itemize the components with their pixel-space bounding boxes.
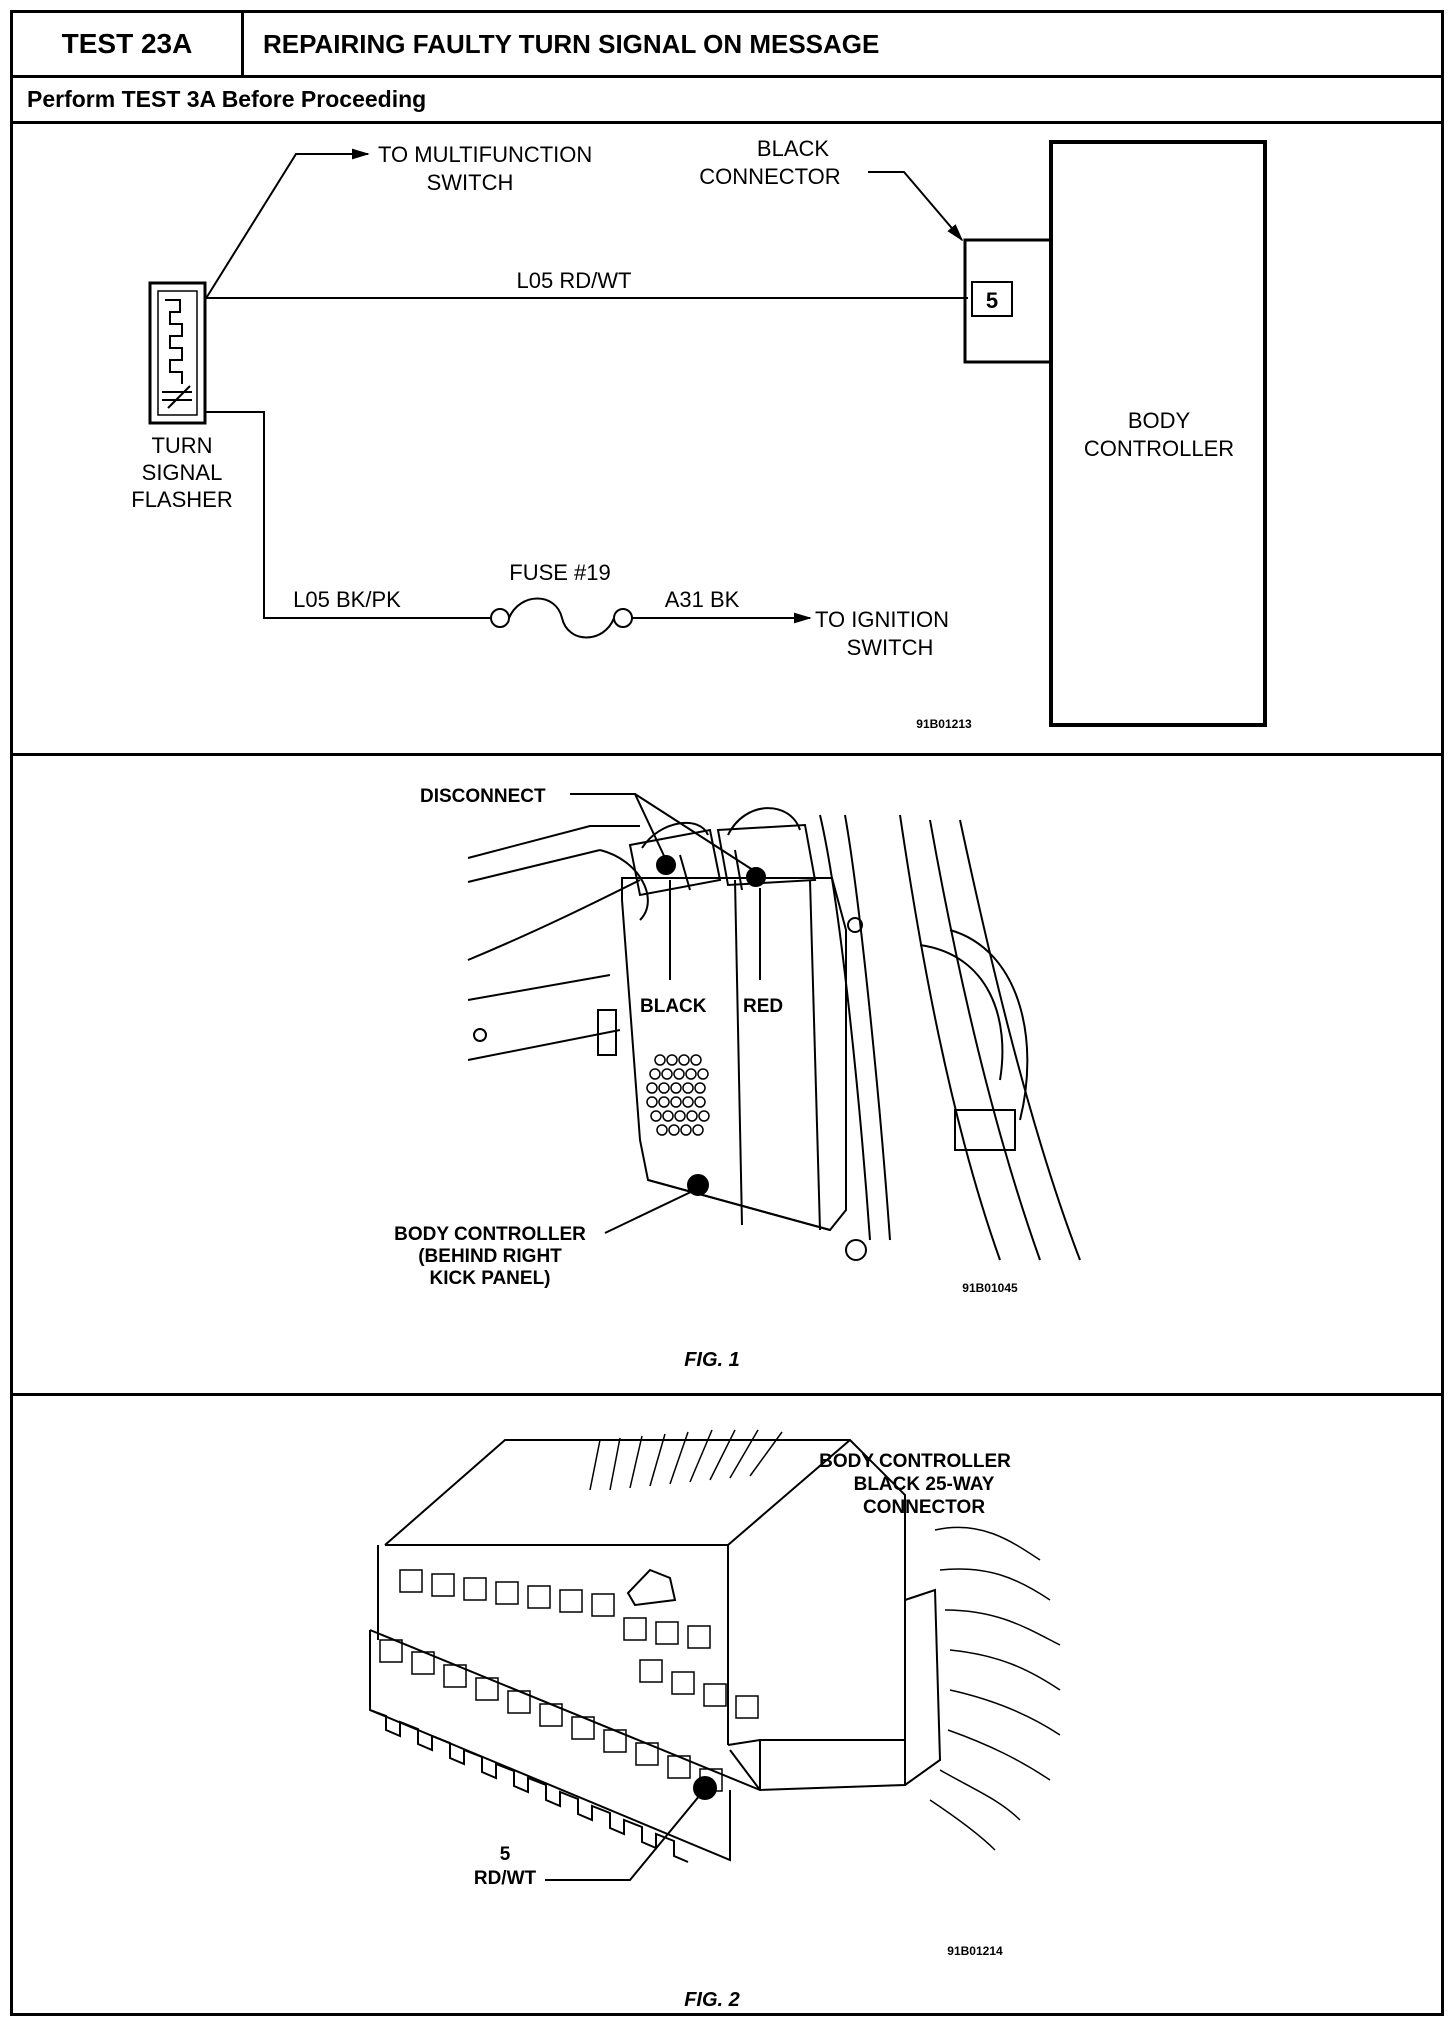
- turn-signal-flasher-icon: [148, 281, 207, 425]
- prerequisite: Perform TEST 3A Before Proceeding: [27, 85, 427, 112]
- label-body-controller-1: BODY: [1128, 408, 1191, 433]
- fig1-code: 91B01045: [962, 1281, 1018, 1295]
- label-black: BLACK: [640, 996, 707, 1017]
- fig1-illustration: [467, 793, 1081, 1261]
- fig2-code: 91B01214: [947, 1944, 1003, 1958]
- label-wire-l05-bkpk: L05 BK/PK: [293, 587, 401, 612]
- label-wire-l05-rdwt: L05 RD/WT: [517, 268, 632, 293]
- label-pin-5: 5: [500, 1844, 511, 1865]
- fig2-caption: FIG. 2: [684, 1989, 740, 2011]
- label-disconnect: DISCONNECT: [420, 786, 546, 807]
- label-flasher-1: TURN: [151, 433, 212, 458]
- wire-l05-bkpk: [205, 411, 490, 619]
- black-connector-leader: [868, 171, 964, 242]
- label-body-controller-3: KICK PANEL): [429, 1268, 550, 1289]
- fig1-labels: DISCONNECT BLACK RED BODY CONTROLLER (BE…: [394, 786, 1018, 1371]
- label-fig2-title-1: BODY CONTROLLER: [819, 1451, 1011, 1472]
- schematic-code: 91B01213: [916, 717, 972, 731]
- label-fuse: FUSE #19: [509, 560, 611, 585]
- schematic-section: [13, 124, 1441, 756]
- label-black-connector: BLACK: [757, 136, 829, 161]
- fuse-19-icon: [490, 597, 633, 639]
- label-to-multifunction: TO MULTIFUNCTION: [378, 142, 592, 167]
- label-red: RED: [743, 996, 783, 1017]
- black-connector: [963, 238, 1053, 364]
- label-body-controller-2: CONTROLLER: [1084, 436, 1234, 461]
- label-fig2-title-2: BLACK 25-WAY: [854, 1474, 995, 1495]
- label-wire-a31-bk: A31 BK: [665, 587, 740, 612]
- label-pin-5: 5: [986, 288, 998, 313]
- label-body-controller-1: BODY CONTROLLER: [394, 1224, 586, 1245]
- test-title: REPAIRING FAULTY TURN SIGNAL ON MESSAGE: [263, 28, 880, 59]
- fig1-section: [13, 756, 1441, 1396]
- connector-pin-5: [971, 281, 1013, 317]
- label-body-controller-2: (BEHIND RIGHT: [418, 1246, 562, 1267]
- label-to-multifunction-2: SWITCH: [427, 170, 514, 195]
- body-controller-box: [1049, 140, 1267, 727]
- label-to-ignition: TO IGNITION: [815, 607, 949, 632]
- fig2-labels: BODY CONTROLLER BLACK 25-WAY CONNECTOR 5…: [474, 1451, 1011, 2011]
- label-flasher-3: FLASHER: [131, 487, 232, 512]
- schematic: TO MULTIFUNCTION SWITCH BLACK CONNECTOR …: [131, 136, 1267, 731]
- label-flasher-2: SIGNAL: [142, 460, 223, 485]
- fig2-connector-illustration: [369, 1429, 1061, 1881]
- label-rd-wt: RD/WT: [474, 1868, 537, 1889]
- wire-to-multifunction: [204, 148, 370, 301]
- test-id: TEST 23A: [13, 13, 244, 75]
- fig1-caption: FIG. 1: [684, 1349, 740, 1371]
- header-row: TEST 23A REPAIRING FAULTY TURN SIGNAL ON…: [13, 13, 1441, 78]
- label-to-ignition-2: SWITCH: [847, 635, 934, 660]
- label-black-connector-2: CONNECTOR: [699, 164, 840, 189]
- prerequisite-row: Perform TEST 3A Before Proceeding: [13, 78, 1441, 124]
- test-frame: TEST 23A REPAIRING FAULTY TURN SIGNAL ON…: [10, 10, 1444, 2016]
- label-fig2-title-3: CONNECTOR: [863, 1497, 985, 1518]
